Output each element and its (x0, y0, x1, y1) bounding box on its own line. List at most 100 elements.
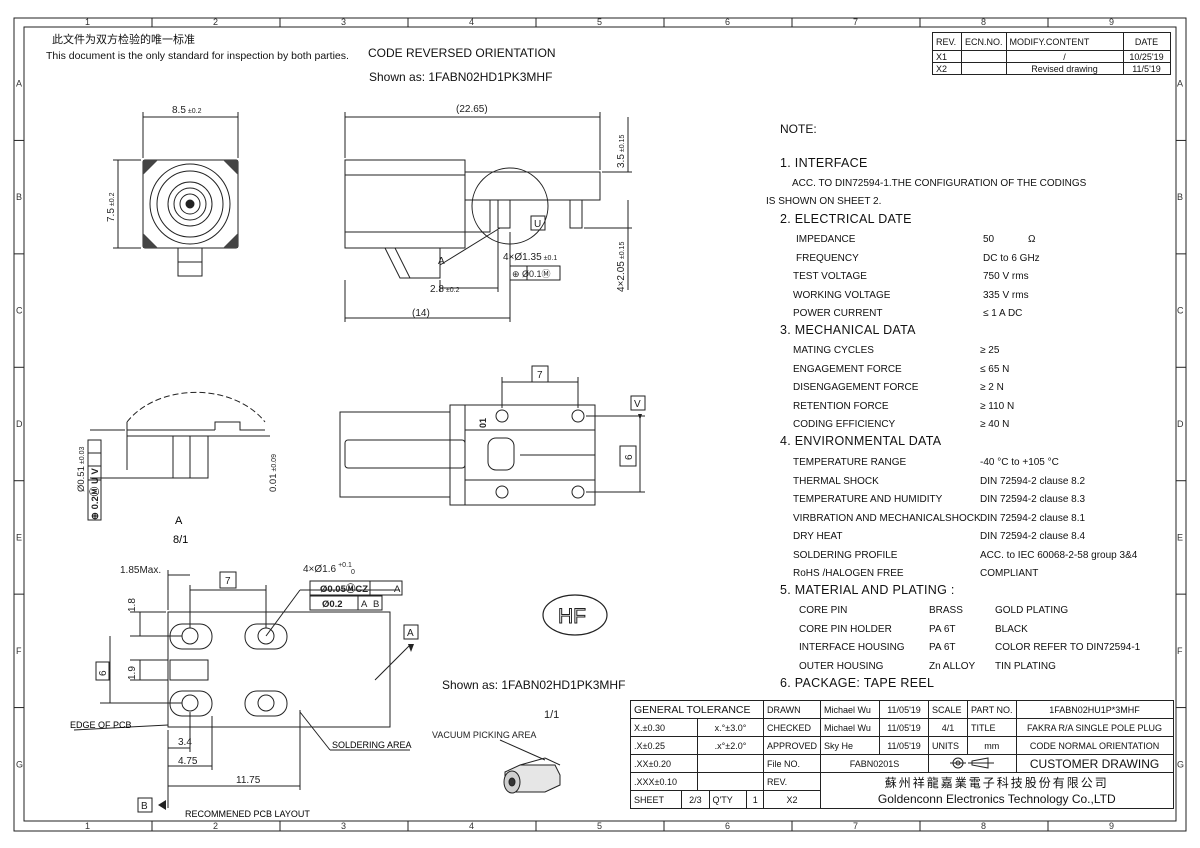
dim-8-5: 8.5±0.2 (172, 105, 202, 116)
company-name: 蘇州祥龍嘉業電子科技股份有限公司 Goldenconn Electronics … (820, 772, 1174, 809)
electrical-value: ≤ 1 A DC (983, 308, 1023, 319)
drawn-label: DRAWN (762, 700, 822, 719)
border-column-label: 5 (597, 17, 602, 27)
front-view (113, 112, 239, 277)
revision-table: REV. ECN.NO. MODIFY.CONTENT DATE X1 / 10… (932, 32, 1171, 75)
border-row-label: B (1177, 192, 1183, 202)
drawn-by: Michael Wu (820, 700, 881, 719)
mechanical-value: ≤ 65 N (980, 363, 1010, 375)
section-electrical: 2. ELECTRICAL DATE (780, 212, 912, 226)
checked-by: Michael Wu (820, 718, 881, 737)
ecn-header: ECN.NO. (961, 32, 1007, 51)
title-block: GENERAL TOLERANCE DRAWN Michael Wu 11/05… (630, 700, 1174, 809)
environmental-value: DIN 72594-2 clause 8.3 (980, 494, 1086, 505)
shown-as-bottom: Shown as: 1FABN02HD1PK3MHF (442, 678, 626, 692)
fcf-0-2: Ø0.2 (322, 599, 343, 610)
border-column-label: 6 (725, 821, 730, 831)
units-value: mm (967, 736, 1017, 755)
rev-row: X1 (932, 50, 962, 63)
pcb-layout-title: RECOMMENED PCB LAYOUT (185, 809, 310, 819)
border-column-label: 6 (725, 17, 730, 27)
electrical-param: POWER CURRENT (793, 308, 883, 319)
rev-header: REV. (932, 32, 962, 51)
material-part: INTERFACE HOUSING (799, 642, 905, 653)
interface-line-2: IS SHOWN ON SHEET 2. (766, 196, 882, 207)
border-row-label: E (16, 532, 22, 542)
border-column-label: 2 (213, 17, 218, 27)
mechanical-param: DISENGAGEMENT FORCE (793, 382, 919, 393)
part-no-value: 1FABN02HU1P*3MHF (1015, 700, 1174, 719)
border-row-label: F (16, 646, 22, 656)
dim-0-01: 0.01±0.09 (268, 454, 279, 492)
material-plating: TIN PLATING (995, 660, 1056, 672)
border-column-label: 1 (85, 17, 90, 27)
fcf-0-05: Ø0.05ⓂCZ (320, 583, 368, 595)
material-part: CORE PIN (799, 605, 848, 616)
mechanical-value: ≥ 2 N (980, 382, 1004, 393)
tol-x: X.±0.30 (630, 718, 698, 737)
scale-value: 4/1 (928, 718, 969, 737)
mechanical-value: ≥ 110 N (980, 400, 1015, 412)
material-name: PA 6T (929, 623, 956, 635)
electrical-value: 750 V rms (983, 271, 1029, 282)
electrical-param: FREQUENCY (796, 252, 859, 264)
cn-inspection-note: 此文件为双方检验的唯一标准 (52, 33, 195, 46)
dim-1-8: 1.8 (127, 598, 138, 612)
border-row-label: G (1177, 759, 1184, 769)
datum-a-marker (408, 644, 414, 652)
border-column-label: 7 (853, 821, 858, 831)
modify-content-header: MODIFY.CONTENT (1005, 32, 1124, 51)
dim-7-pcb: 7 (225, 576, 231, 587)
title-line-2: CODE NORMAL ORIENTATION (1015, 736, 1174, 755)
section-material: 5. MATERIAL AND PLATING : (780, 583, 955, 597)
detail-a-callout: A (438, 256, 445, 267)
detail-a-label: A (175, 515, 183, 527)
section-interface: 1. INTERFACE (780, 156, 868, 170)
datum-v: V (634, 399, 641, 410)
fcf-0-2-datum-a: A (361, 599, 368, 610)
dim-0-51: Ø0.51±0.03 (76, 447, 87, 492)
border-column-label: 2 (213, 821, 218, 831)
dim-1-85max: 1.85Max. (120, 565, 161, 576)
rev-row: X2 (932, 62, 962, 75)
fcf-0-1: ⊕ Ø0.1Ⓜ (512, 269, 551, 279)
dim-7-top: 7 (537, 370, 543, 381)
fcf-0-2-datum-b: B (373, 599, 379, 610)
detail-a-scale: 8/1 (173, 534, 188, 546)
notes-title: NOTE: (780, 122, 817, 136)
border-row-label: C (1177, 306, 1184, 316)
dim-14: (14) (412, 308, 430, 319)
border-row-label: G (16, 759, 23, 769)
dim-2-8: 2.8±0.2 (430, 284, 460, 295)
material-plating: COLOR REFER TO DIN72594-1 (995, 642, 1141, 653)
section-package: 6. PACKAGE: TAPE REEL (780, 676, 935, 690)
environmental-value: DIN 72594-2 clause 8.4 (980, 531, 1086, 542)
mechanical-param: ENGAGEMENT FORCE (793, 363, 902, 375)
material-name: PA 6T (929, 642, 956, 653)
electrical-param: IMPEDANCE (796, 234, 856, 245)
environmental-value: -40 °C to +105 °C (980, 457, 1059, 468)
environmental-param: DRY HEAT (793, 531, 843, 542)
section-environmental: 4. ENVIRONMENTAL DATA (780, 434, 942, 448)
top-view-dims: 7 6 V 01 (478, 370, 641, 460)
en-inspection-note: This document is the only standard for i… (46, 50, 349, 62)
dim-3-4: 3.4 (178, 737, 192, 748)
tol-xx: .X±0.25 (630, 736, 698, 755)
electrical-param: WORKING VOLTAGE (793, 289, 891, 301)
electrical-param: TEST VOLTAGE (793, 271, 867, 282)
datum-v-marker (638, 414, 642, 420)
electrical-unit: Ω (1028, 234, 1036, 245)
border-row-label: E (1177, 532, 1183, 542)
title-line-1: FAKRA R/A SINGLE POLE PLUG (1015, 718, 1174, 737)
environmental-param: THERMAL SHOCK (793, 475, 879, 487)
projection-symbol (928, 754, 1017, 773)
pin-01-label: 01 (478, 418, 488, 428)
general-tolerance: GENERAL TOLERANCE (630, 700, 764, 719)
electrical-value: DC to 6 GHz (983, 252, 1040, 264)
shown-as-top: Shown as: 1FABN02HD1PK3MHF (369, 70, 553, 84)
pcb-layout-dims: 1.85Max. 7 4×Ø1.6+0.1 0 Ø0.05ⓂCZ A Ø0.2 … (98, 562, 414, 812)
tol-xxxx: .XXX±0.10 (630, 772, 698, 791)
detail-a-view (87, 391, 270, 521)
